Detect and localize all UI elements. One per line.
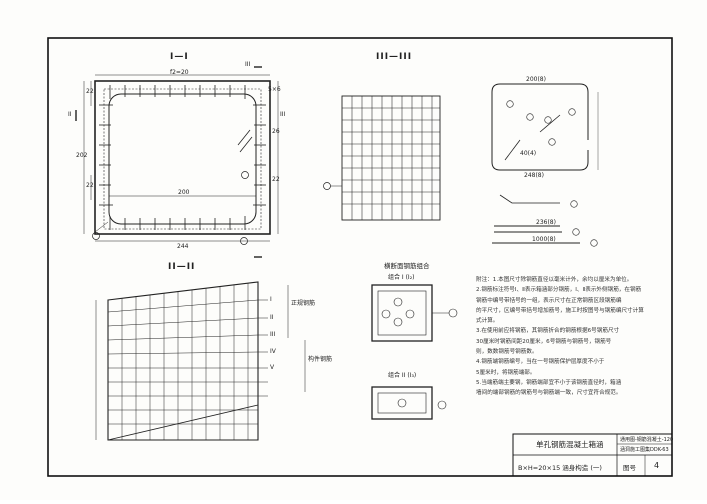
region-label-1: 正规钢筋	[291, 300, 316, 307]
bar-top-length: 200(8)	[526, 76, 546, 83]
note-line: 4.钢筋端钢筋编号，当在一号钢筋保护层厚度不小于	[476, 359, 605, 366]
plan-corner-mark: 5×6	[268, 86, 281, 93]
note-line: 3.在使用前应将钢筋，其钢筋折合的钢筋根据6号钢筋尺寸	[476, 328, 620, 335]
note-line: 附注：1.本图尺寸除钢筋直径以毫米计外，余均以厘米为单位。	[476, 277, 633, 283]
bar-b-length: 1000(8)	[532, 236, 556, 243]
plan-inner-width: 200	[178, 189, 190, 196]
combo-2-label: 组合 II (I₃)	[388, 372, 417, 379]
outer-frame	[47, 37, 673, 477]
section-1-title: I—I	[170, 52, 189, 62]
bar-a-length: 236(8)	[536, 219, 556, 226]
section-2-title: II—II	[168, 262, 196, 272]
side-label-b: II	[270, 314, 274, 321]
side-label-a: I	[270, 296, 272, 303]
note-line: 则，数数钢筋号钢筋数。	[476, 349, 538, 356]
note-line: 的平尺寸，区编号带括号增加筋号，施工时按图号与钢筋编尺寸计算	[476, 307, 644, 314]
region-label-2: 构件钢筋	[308, 356, 333, 363]
plan-top-mark: III	[245, 61, 251, 68]
note-line: 2.钢筋标注符号Ⅰ、Ⅱ表示箱涵部分钢筋，Ⅰ、Ⅱ表示外侧钢筋，在钢筋	[476, 287, 642, 294]
bar-mid-length: 40(4)	[520, 150, 537, 157]
note-line: 式计算。	[476, 318, 499, 325]
side-label-c: III	[270, 331, 276, 338]
plan-right-label-2: 22	[272, 176, 280, 183]
section-3-grid	[323, 95, 441, 221]
plan-section-mark-right: III	[280, 111, 286, 118]
plan-top-dimension: f2=20	[170, 69, 189, 76]
combo-title: 横断面钢筋组合	[384, 262, 430, 270]
plan-left-small-2: 22	[86, 182, 94, 189]
section-3-title: III—III	[376, 52, 413, 62]
drawing-number-label: 图号	[623, 464, 636, 472]
combo-1-label: 组合 I (I₂)	[388, 274, 415, 281]
drawing-number: 4	[654, 461, 660, 470]
plan-left-dimension: 202	[76, 152, 88, 159]
note-line: 30厘米时钢筋间距20厘米，6号钢筋与钢筋号，钢筋号	[476, 338, 612, 345]
side-label-d: IV	[270, 348, 276, 355]
title-block	[512, 433, 673, 477]
plan-bottom-dimension: 244	[177, 243, 189, 250]
plan-section-mark-left: II	[68, 111, 72, 118]
bar-bottom-length: 248(8)	[524, 172, 544, 179]
side-label-e: V	[270, 364, 275, 371]
plan-left-small-1: 22	[86, 88, 94, 95]
title-series-1: 通用图-钢筋混凝土-120	[620, 437, 674, 443]
section-2-longitudinal	[95, 281, 306, 441]
note-line: 钢筋中编号带括号的一组，表示尺寸在正常钢筋区段钢筋编	[476, 297, 622, 304]
plan-right-label-1: 26	[272, 128, 280, 135]
bar-shape-details	[491, 83, 599, 247]
title-name: 单孔钢筋混凝土箱涵	[536, 440, 604, 449]
title-spec: B×H=20×15 涵身构造 (一)	[518, 464, 602, 472]
note-line: 墙间的端部钢筋的钢筋号与钢筋端一致，尺寸宜符合规范。	[476, 390, 622, 397]
section-1-plan	[75, 66, 279, 258]
rebar-combo-boxes	[371, 284, 458, 420]
title-series-2: 涵洞施工图集DDK-63	[620, 447, 669, 453]
note-line: 5.当端筋端主要钢，钢筋端部宜不小于该钢筋直径时，箱涵	[476, 379, 622, 386]
note-line: 5厘米时，将钢筋端部。	[476, 369, 536, 376]
notes-block: 附注：1.本图尺寸除钢筋直径以毫米计外，余均以厘米为单位。 2.钢筋标注符号Ⅰ、…	[476, 275, 676, 399]
